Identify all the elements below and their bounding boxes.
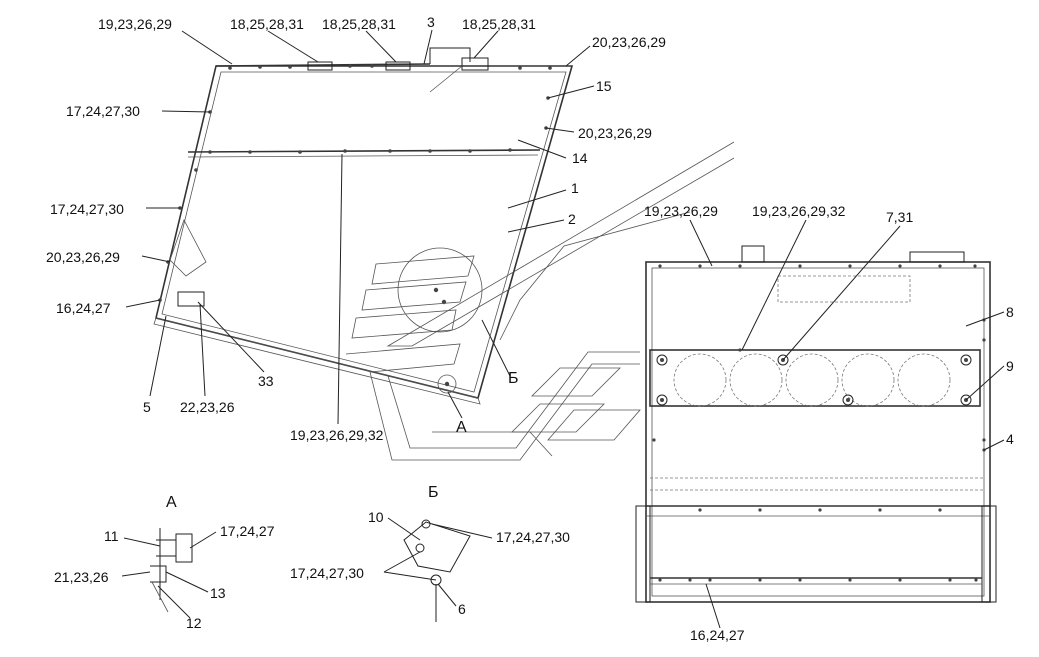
label-19-23-26-29-32-bottom: 19,23,26,29,32 (290, 427, 384, 443)
mount-bolts (656, 354, 972, 406)
label-19-23-26-29-32-right: 19,23,26,29,32 (752, 203, 846, 219)
section-markers: А Б А Б (166, 370, 519, 511)
detail-a-title: А (166, 494, 177, 511)
right-panel-assembly (635, 245, 997, 603)
label-1: 1 (571, 180, 579, 196)
section-marker-b: Б (508, 370, 519, 387)
label-18-25-28-31-b: 18,25,28,31 (322, 16, 396, 32)
detail-b (403, 519, 471, 622)
hinge-3 (461, 57, 489, 71)
label-7-31: 7,31 (886, 209, 913, 225)
label-17-24-27-30-mid: 17,24,27,30 (50, 201, 124, 217)
label-18-25-28-31-a: 18,25,28,31 (230, 16, 304, 32)
callout-labels: 19,23,26,29 18,25,28,31 18,25,28,31 3 18… (46, 14, 1014, 643)
label-10: 10 (368, 509, 384, 525)
label-3: 3 (427, 14, 435, 30)
detail-b-title: Б (428, 484, 439, 501)
left-panel-assembly (153, 47, 574, 405)
label-33: 33 (258, 373, 274, 389)
hinge-2 (385, 61, 411, 71)
hinge-1 (307, 61, 333, 71)
label-9: 9 (1006, 358, 1014, 374)
label-16-24-27-right: 16,24,27 (690, 627, 745, 643)
leader-lines (121, 29, 1005, 629)
label-19-23-26-29-top: 19,23,26,29 (98, 16, 172, 32)
label-11: 11 (104, 528, 119, 544)
label-6: 6 (458, 601, 466, 617)
label-17-24-27-30-detail-b: 17,24,27,30 (290, 565, 364, 581)
label-4: 4 (1006, 431, 1014, 447)
label-17-24-27-30-top: 17,24,27,30 (66, 103, 140, 119)
label-8: 8 (1006, 304, 1014, 320)
label-12: 12 (186, 615, 202, 631)
label-16-24-27-left: 16,24,27 (56, 300, 111, 316)
label-5: 5 (143, 399, 151, 415)
label-18-25-28-31-c: 18,25,28,31 (462, 16, 536, 32)
label-17-24-27-30-detail-a: 17,24,27,30 (496, 529, 570, 545)
label-19-23-26-29-right: 19,23,26,29 (644, 203, 718, 219)
label-22-23-26: 22,23,26 (180, 399, 235, 415)
label-20-23-26-29-mid: 20,23,26,29 (578, 125, 652, 141)
label-13: 13 (210, 585, 226, 601)
label-20-23-26-29-left: 20,23,26,29 (46, 249, 120, 265)
label-17-24-27-detail: 17,24,27 (220, 523, 275, 539)
label-14: 14 (572, 150, 588, 166)
cab-silhouette (345, 141, 735, 461)
label-2: 2 (568, 211, 576, 227)
section-marker-a: А (456, 419, 467, 436)
label-21-23-26: 21,23,26 (54, 569, 109, 585)
label-15: 15 (596, 78, 612, 94)
label-20-23-26-29-top: 20,23,26,29 (592, 34, 666, 50)
